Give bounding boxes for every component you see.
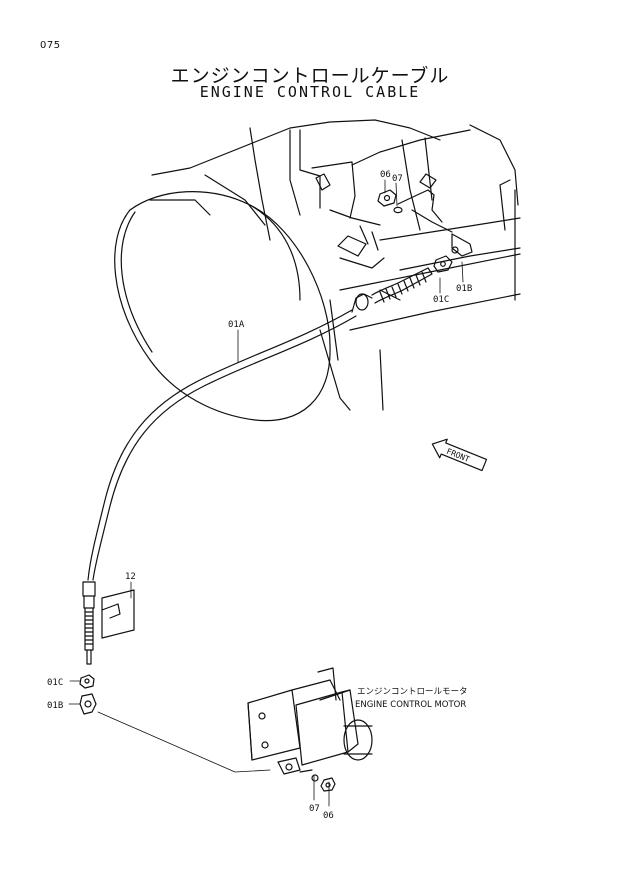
flywheel-housing: [114, 191, 331, 422]
control-cable: [87, 309, 357, 581]
front-arrow-icon: FRONT: [431, 438, 488, 472]
nut-01C-top: [433, 255, 453, 273]
title-japanese: エンジンコントロールケーブル: [170, 65, 450, 87]
cable-lower-end: [82, 581, 96, 665]
callout-01C-bottom: 01C: [47, 678, 63, 688]
callout-06-bottom: 06: [323, 811, 334, 821]
nut-06-top: [377, 189, 397, 207]
bracket-12: [101, 589, 135, 639]
nut-06-bottom: [320, 777, 336, 792]
washer-07-top: [393, 206, 403, 214]
motor-label-en: ENGINE CONTROL MOTOR: [355, 700, 466, 710]
page-number: 075: [40, 40, 61, 51]
lever-linkage: [397, 173, 473, 257]
callout-01C-top: 01C: [433, 295, 449, 305]
motor-label-jp: エンジンコントロールモータ: [357, 687, 468, 697]
engine-block: [149, 119, 521, 411]
nut-01C-bottom: [79, 674, 95, 689]
engine-control-motor: [247, 667, 373, 792]
callout-07-bottom: 07: [309, 804, 320, 814]
callout-07-top: 07: [392, 174, 403, 184]
callout-labels: 06 07 01C 01B 01A 12 01C 01B 07 06 エンジンコ…: [47, 170, 472, 821]
title-english: ENGINE CONTROL CABLE: [199, 83, 421, 101]
front-label: FRONT: [445, 447, 471, 464]
washer-07-bottom: [311, 774, 319, 782]
callout-01B-bottom: 01B: [47, 701, 63, 711]
callout-01A: 01A: [228, 320, 245, 330]
callout-06-top: 06: [380, 170, 391, 180]
top-hardware: [377, 189, 453, 273]
callout-01B-top: 01B: [456, 284, 472, 294]
ball-joint-01B-bottom: [79, 693, 97, 715]
callout-12: 12: [125, 572, 136, 582]
lower-hardware: [79, 674, 97, 715]
leader-lines: [68, 179, 464, 807]
cable-upper-end: [351, 267, 433, 313]
